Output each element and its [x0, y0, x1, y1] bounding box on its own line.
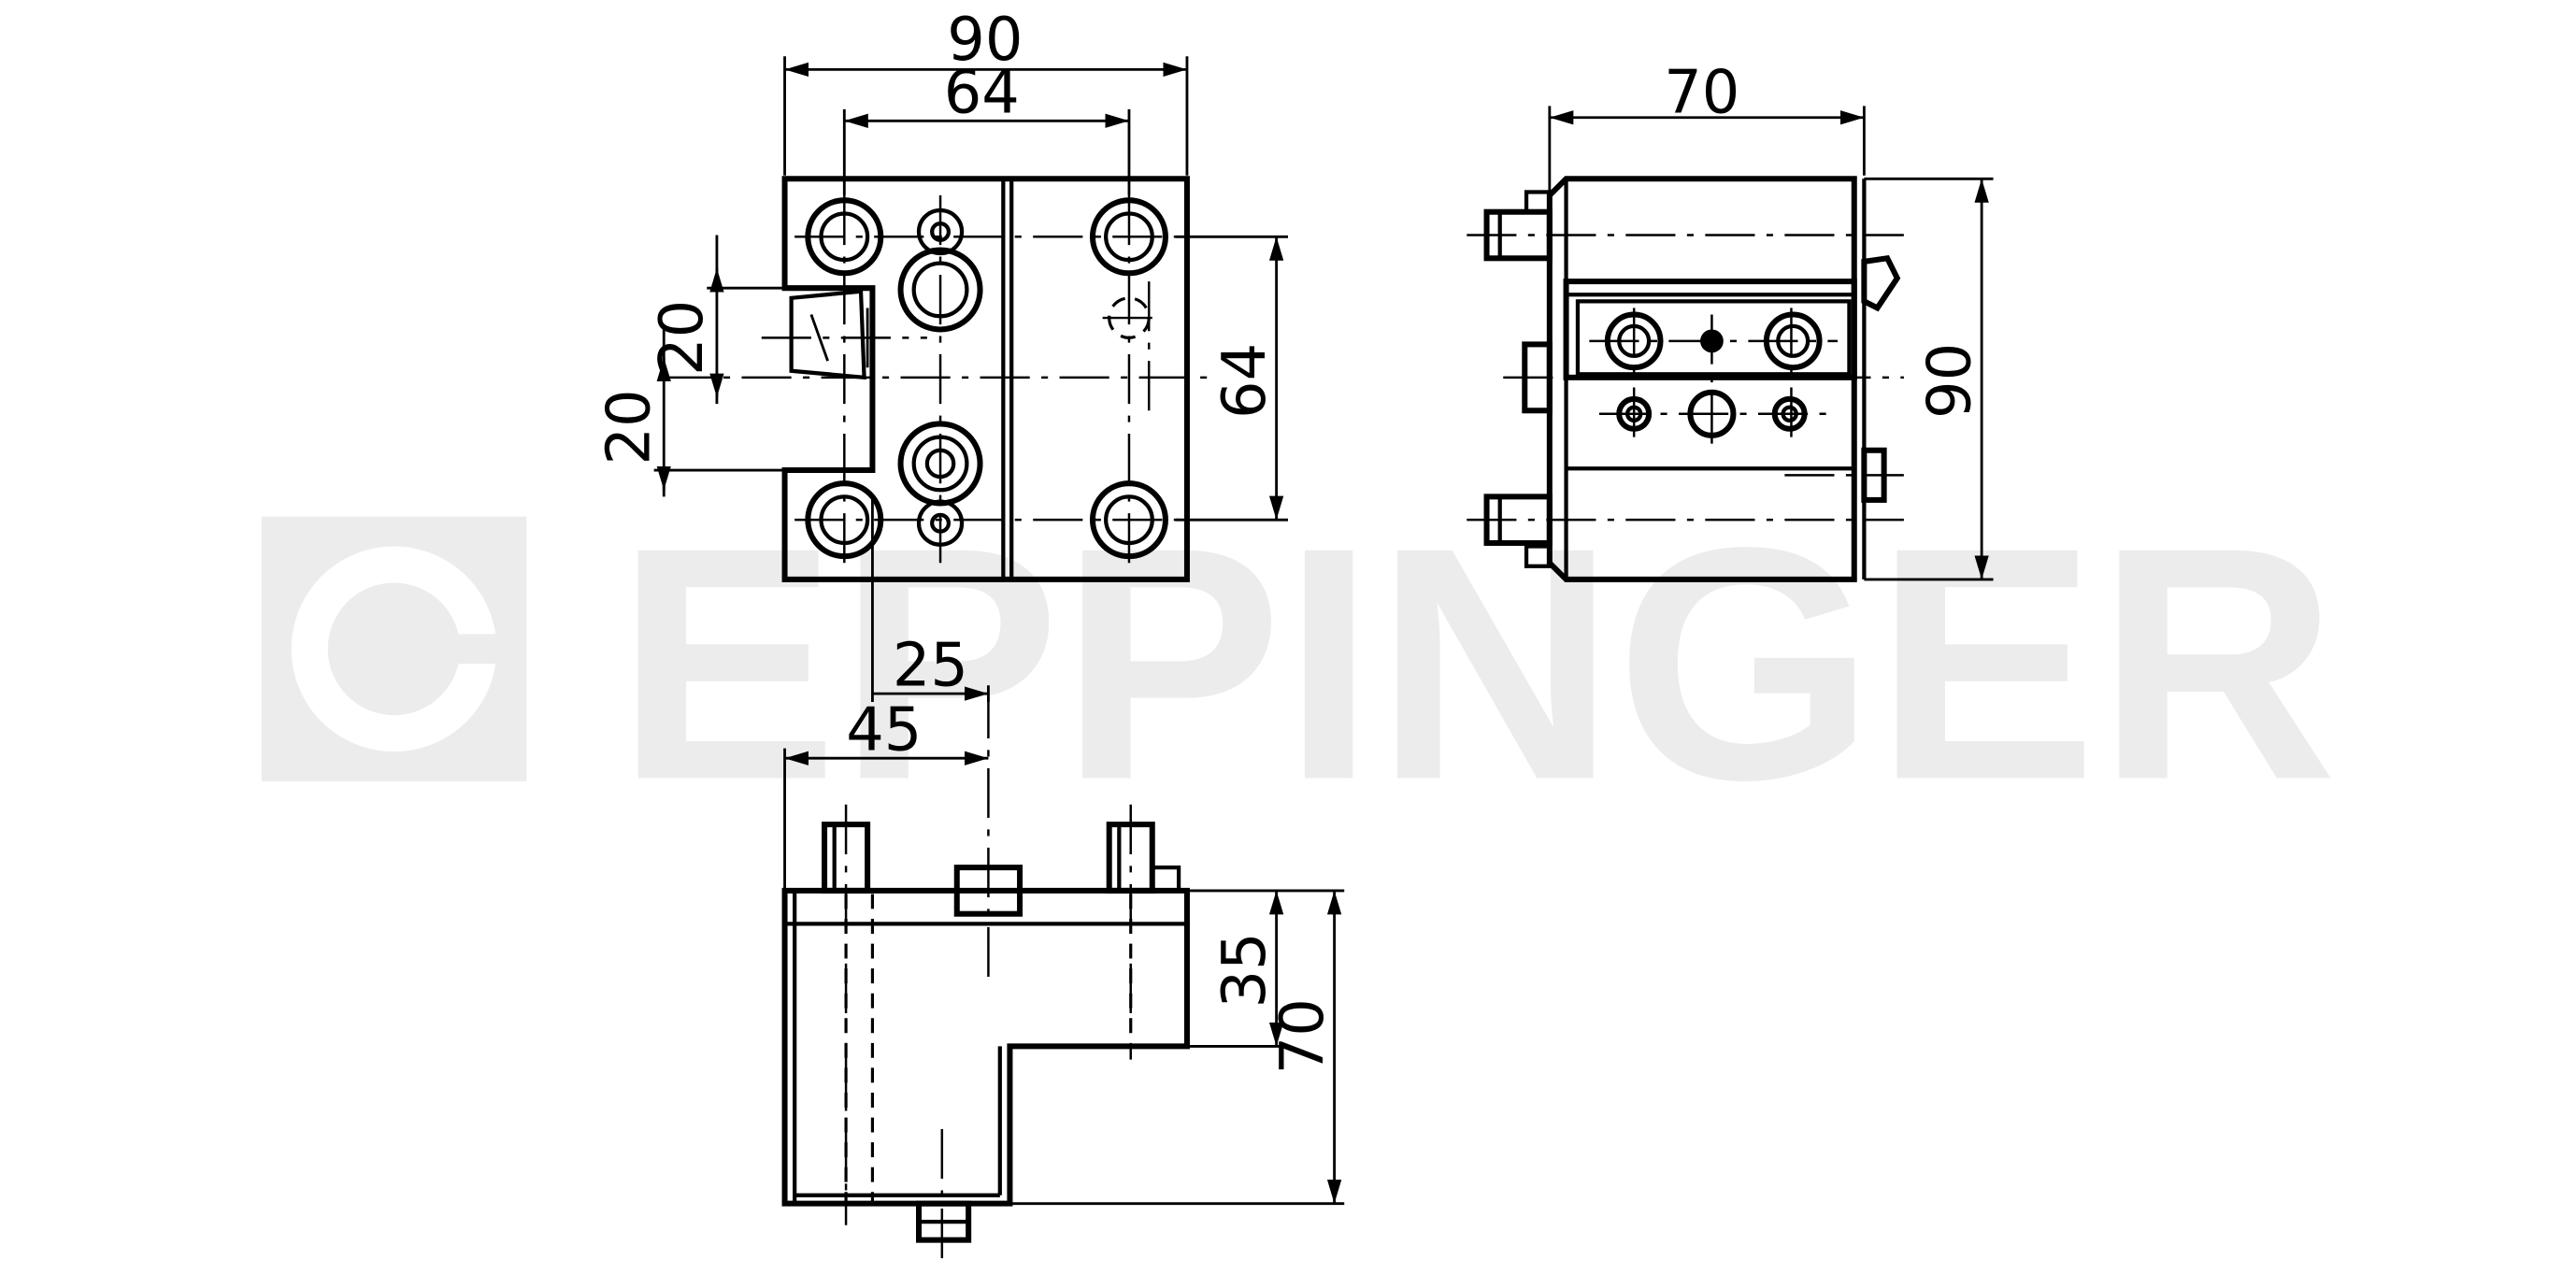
dim-bottom-35: 35	[1210, 932, 1280, 1008]
dim-side-height: 90	[1916, 343, 1985, 419]
dim-bottom-45: 45	[846, 695, 922, 765]
dim-front-bolt-spacing: 64	[944, 58, 1020, 127]
watermark-logo-bar	[383, 634, 500, 665]
bottom-view-centerlines	[844, 688, 1132, 1259]
side-view-centerlines	[1467, 234, 1904, 522]
bottom-view: 25 45 35 70	[781, 496, 1345, 1259]
side-view: 70 90	[1467, 58, 1994, 582]
dim-bottom-70: 70	[1268, 998, 1338, 1074]
front-view: 90 64 64 20 20	[594, 6, 1288, 582]
dim-front-lower-20: 20	[594, 389, 664, 465]
dim-front-upper-20: 20	[648, 300, 717, 376]
dim-front-vertical-spacing: 64	[1210, 343, 1280, 419]
dim-side-depth: 70	[1664, 58, 1739, 127]
dim-bottom-25: 25	[893, 631, 968, 700]
front-view-insert	[789, 289, 866, 380]
watermark-brand-text: EPPINGER	[616, 479, 2338, 849]
eppinger-watermark: EPPINGER	[261, 479, 2338, 849]
dim-front-width: 90	[947, 6, 1023, 75]
front-view-centerlines	[662, 195, 1209, 564]
